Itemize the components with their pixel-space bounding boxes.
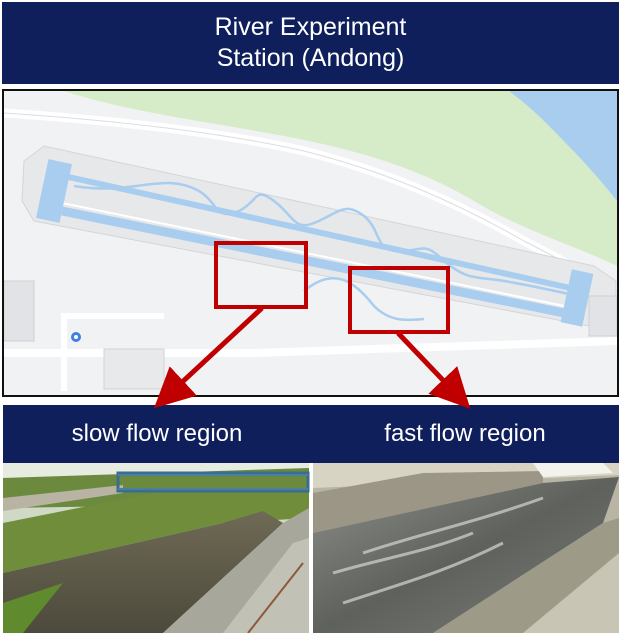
main-channel bbox=[61, 206, 585, 322]
upper-channel bbox=[63, 173, 585, 294]
site-map bbox=[2, 89, 619, 397]
side-road bbox=[61, 313, 164, 391]
photo-strip bbox=[3, 463, 619, 634]
building-west bbox=[4, 280, 35, 342]
footbridge bbox=[116, 471, 310, 493]
river-water bbox=[509, 91, 617, 201]
near-grass bbox=[3, 583, 63, 633]
parking-marker-dot bbox=[74, 335, 78, 339]
slow-flow-label: slow flow region bbox=[71, 420, 243, 447]
fast-flow-label: fast flow region bbox=[384, 420, 546, 447]
map-drawing bbox=[4, 91, 617, 395]
slow-water bbox=[3, 511, 283, 633]
green-area bbox=[64, 91, 617, 266]
title-line-1: River Experiment bbox=[214, 13, 407, 41]
meandering-channel bbox=[73, 181, 580, 298]
fast-water bbox=[313, 477, 619, 633]
east-basin bbox=[560, 269, 594, 327]
stone-wall-left bbox=[313, 471, 543, 533]
weir-foam bbox=[533, 463, 613, 477]
right-walkway bbox=[523, 553, 619, 633]
bridge-rails bbox=[118, 474, 308, 490]
building-east bbox=[588, 295, 617, 337]
region-label-banner: slow flow region fast flow region bbox=[3, 405, 619, 463]
whitewater bbox=[332, 496, 544, 605]
channel-divider bbox=[61, 202, 580, 310]
hose bbox=[247, 562, 304, 634]
concrete-walkway bbox=[223, 538, 309, 633]
title-banner: River Experiment Station (Andong) bbox=[2, 2, 619, 84]
fast-flow-photo bbox=[313, 463, 619, 633]
title-line-2: Station (Andong) bbox=[216, 44, 405, 72]
left-grass-bank bbox=[3, 491, 309, 573]
photo-drawing bbox=[3, 463, 619, 634]
building-south bbox=[103, 348, 165, 390]
west-basin bbox=[36, 159, 72, 223]
far-path bbox=[3, 485, 123, 511]
slow-flow-photo bbox=[3, 463, 310, 634]
